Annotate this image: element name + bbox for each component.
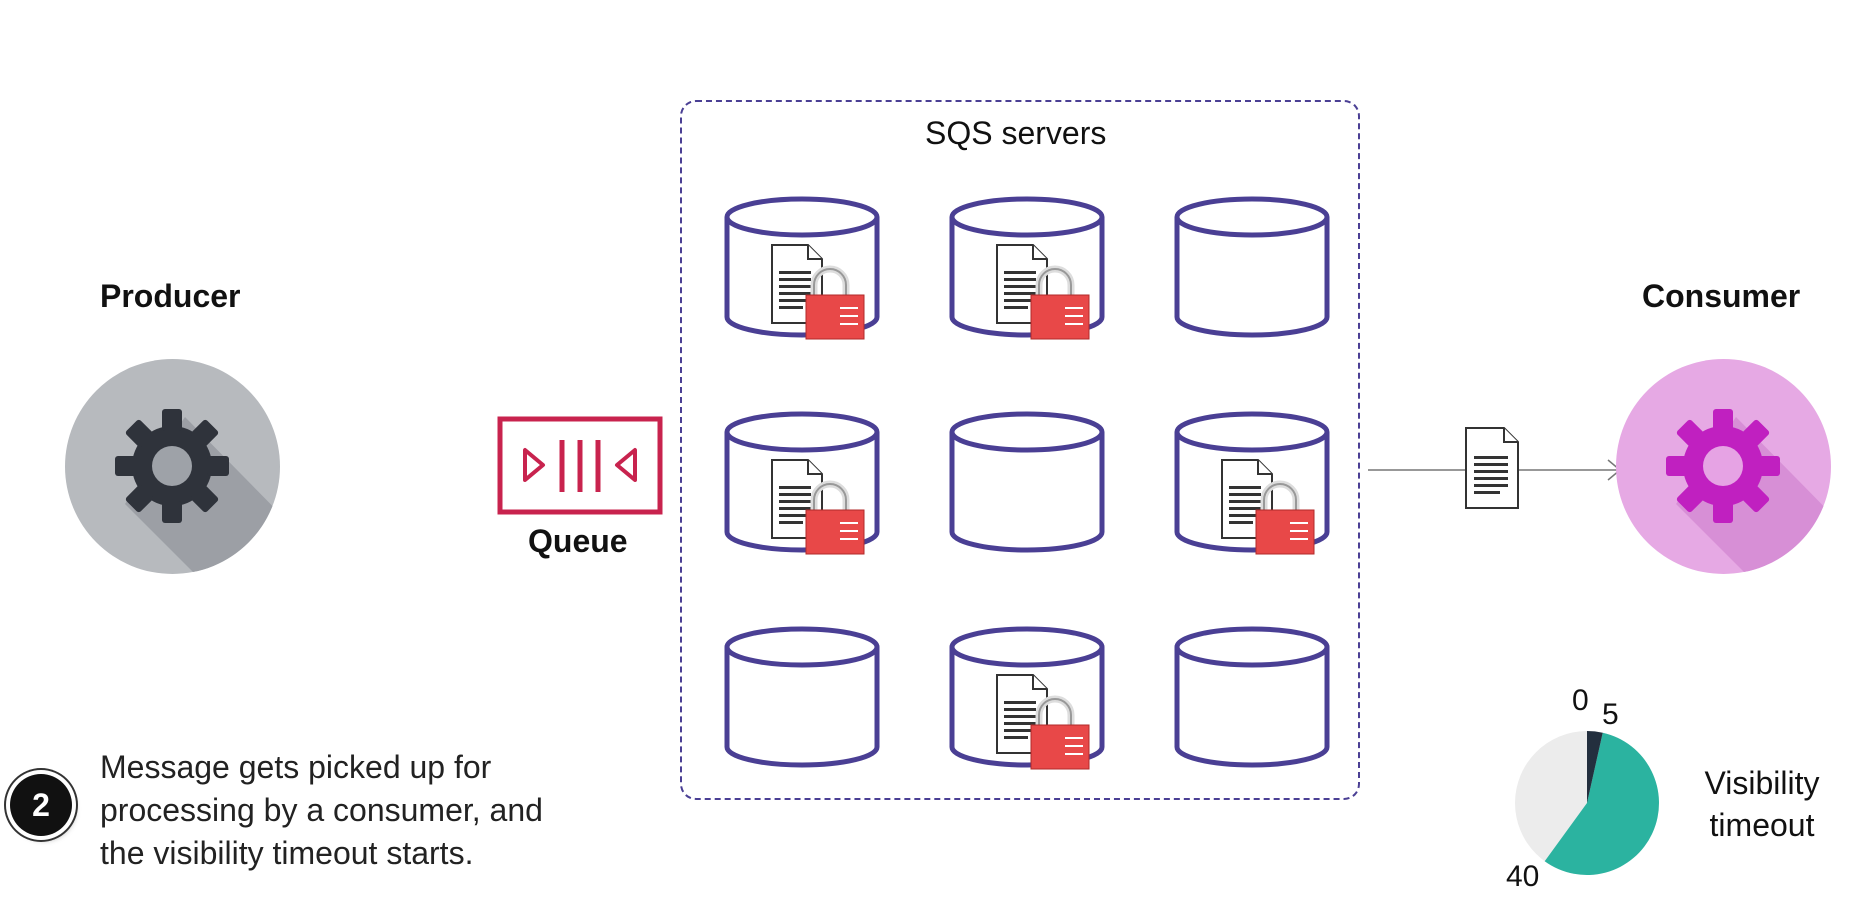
database-icon bbox=[947, 625, 1107, 775]
database-icon bbox=[1172, 195, 1332, 345]
step-line: Message gets picked up for bbox=[100, 749, 492, 785]
pie-elapsed-teal bbox=[1544, 732, 1659, 875]
pie-elapsed-dark bbox=[1587, 731, 1603, 803]
visibility-timeout-label: Visibility timeout bbox=[1682, 762, 1842, 846]
lock-icon bbox=[1255, 480, 1315, 555]
visibility-label-line: Visibility bbox=[1704, 765, 1820, 801]
document-icon bbox=[1465, 427, 1519, 509]
pie-mark-5: 5 bbox=[1602, 698, 1619, 731]
visibility-label-line: timeout bbox=[1709, 807, 1815, 843]
producer-icon bbox=[65, 359, 280, 574]
step-line: the visibility timeout starts. bbox=[100, 835, 474, 871]
gear-icon bbox=[1666, 409, 1780, 523]
database-icon bbox=[1172, 625, 1332, 775]
step-description: Message gets picked up for processing by… bbox=[100, 746, 620, 875]
step-badge: 2 bbox=[10, 774, 72, 836]
producer-label: Producer bbox=[100, 278, 241, 314]
database-icon bbox=[947, 195, 1107, 345]
visibility-timeout-pie bbox=[1515, 731, 1659, 875]
lock-icon bbox=[1030, 695, 1090, 770]
sqs-servers-group bbox=[680, 100, 1360, 800]
pie-mark-0: 0 bbox=[1572, 684, 1589, 717]
servers-label: SQS servers bbox=[925, 115, 1107, 151]
pie-mark-40: 40 bbox=[1506, 860, 1540, 893]
lock-icon bbox=[805, 480, 865, 555]
consumer-label: Consumer bbox=[1642, 278, 1801, 314]
consumer-icon bbox=[1616, 359, 1831, 574]
lock-icon bbox=[1030, 265, 1090, 340]
step-line: processing by a consumer, and bbox=[100, 792, 543, 828]
queue-label: Queue bbox=[528, 523, 628, 559]
database-icon bbox=[947, 410, 1107, 560]
database-icon bbox=[722, 195, 882, 345]
gear-icon bbox=[115, 409, 229, 523]
database-icon bbox=[1172, 410, 1332, 560]
queue-icon bbox=[497, 416, 663, 515]
database-icon bbox=[722, 625, 882, 775]
database-icon bbox=[722, 410, 882, 560]
lock-icon bbox=[805, 265, 865, 340]
